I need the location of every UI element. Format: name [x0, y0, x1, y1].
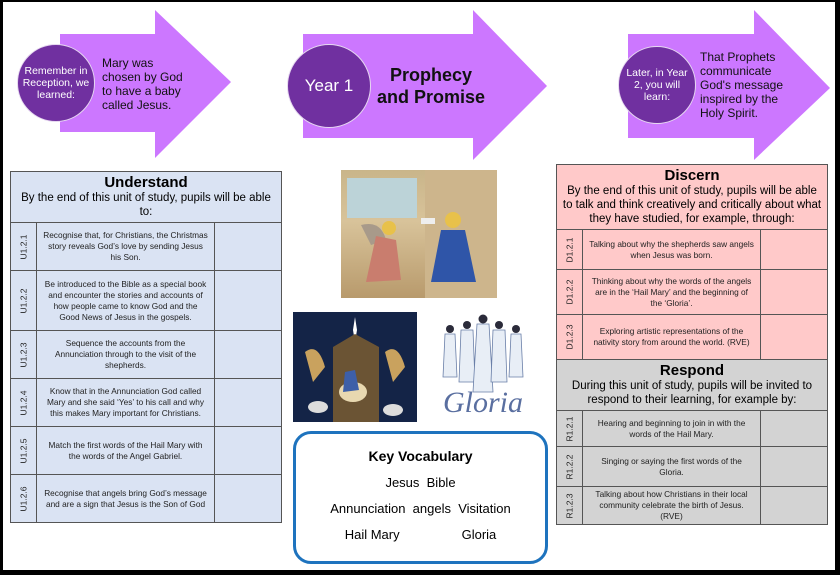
checkbox-cell[interactable]	[214, 222, 282, 271]
row-text: Sequence the accounts from the Annunciat…	[36, 330, 215, 379]
checkbox-cell[interactable]	[214, 426, 282, 475]
row-code: D1.2.3	[564, 324, 575, 350]
gloria-caption: Gloria	[443, 386, 523, 419]
arrow-shape	[60, 10, 231, 158]
respond-subtitle: During this unit of study, pupils will b…	[571, 380, 813, 406]
row-text: Match the first words of the Hail Mary w…	[36, 426, 215, 475]
vocab-word: Hail Mary	[344, 527, 400, 542]
row-code: U1.2.3	[18, 341, 29, 368]
future-learning-arrow: Later, in Year 2, you will learn: That P…	[618, 10, 833, 160]
row-code: R1.2.2	[564, 453, 575, 480]
vocab-word: Jesus	[385, 475, 420, 490]
prior-learning-label: Remember in Reception, we learned:	[22, 65, 90, 101]
row-text: Recognise that, for Christians, the Chri…	[36, 222, 215, 271]
discern-title: Discern	[664, 167, 720, 184]
vocab-word: Gloria	[461, 527, 497, 542]
table-row: R1.2.1 Hearing and beginning to join in w…	[555, 410, 828, 447]
checkbox-cell[interactable]	[760, 229, 828, 270]
table-row: D1.2.3 Exploring artistic representations…	[555, 314, 828, 360]
checkbox-cell[interactable]	[760, 486, 828, 525]
future-learning-circle: Later, in Year 2, you will learn:	[618, 46, 696, 124]
unit-title: Prophecy and Promise	[376, 65, 486, 107]
row-code: D1.2.1	[564, 236, 575, 263]
table-row: U1.2.3 Sequence the accounts from the Ann…	[9, 330, 282, 379]
table-row: R1.2.3 Talking about how Christians in th…	[555, 486, 828, 525]
future-learning-label: Later, in Year 2, you will learn:	[626, 67, 688, 103]
row-text: Singing or saying the first words of the…	[582, 446, 761, 487]
vocabulary-row: Annunciation angels Visitation	[296, 501, 545, 516]
respond-header: Respond During this unit of study, pupil…	[556, 359, 828, 411]
row-code: D1.2.2	[564, 279, 575, 305]
respond-title: Respond	[659, 362, 725, 379]
checkbox-cell[interactable]	[760, 314, 828, 360]
row-text: Know that in the Annunciation God called…	[36, 378, 215, 427]
table-row: R1.2.2 Singing or saying the first words …	[555, 446, 828, 487]
row-text: Exploring artistic representations of th…	[582, 314, 761, 360]
nativity-illustration	[293, 312, 417, 422]
year-label: Year 1	[304, 76, 354, 95]
nativity-image	[293, 312, 417, 422]
checkbox-cell[interactable]	[760, 269, 828, 315]
discern-subtitle: By the end of this unit of study, pupils…	[562, 185, 822, 225]
row-code: U1.2.5	[18, 437, 29, 464]
future-learning-text: That Prophets communicate God's message …	[700, 50, 783, 120]
table-row: U1.2.2 Be introduced to the Bible as a sp…	[9, 270, 282, 331]
understand-subtitle: By the end of this unit of study, pupils…	[21, 192, 271, 218]
row-code: U1.2.2	[18, 287, 29, 314]
annunciation-image	[341, 170, 497, 298]
table-row: U1.2.4 Know that in the Annunciation God …	[9, 378, 282, 427]
row-text: Be introduced to the Bible as a special …	[36, 270, 215, 331]
vocab-word: Visitation	[458, 501, 511, 516]
vocabulary-title: Key Vocabulary	[368, 448, 473, 464]
year-circle: Year 1	[287, 44, 371, 128]
checkbox-cell[interactable]	[214, 378, 282, 427]
checkbox-cell[interactable]	[214, 270, 282, 331]
checkbox-cell[interactable]	[214, 474, 282, 523]
table-row: U1.2.1 Recognise that, for Christians, th…	[9, 222, 282, 271]
row-code: R1.2.3	[564, 492, 575, 519]
arrow-shape	[628, 10, 830, 160]
unit-title-arrow: Year 1 Prophecy and Promise	[285, 10, 547, 160]
prior-learning-text: Mary was chosen by God to have a baby ca…	[102, 56, 183, 112]
checkbox-cell[interactable]	[214, 330, 282, 379]
row-code: R1.2.1	[564, 415, 575, 442]
prior-learning-arrow: Remember in Reception, we learned: Mary …	[13, 10, 233, 160]
gloria-image: Gloria	[427, 312, 539, 422]
row-text: Talking about how Christians in their lo…	[582, 486, 761, 525]
understand-table: Understand By the end of this unit of st…	[9, 171, 282, 523]
vocab-word: Bible	[426, 475, 456, 490]
understand-header: Understand By the end of this unit of st…	[10, 171, 282, 223]
row-text: Hearing and beginning to join in with th…	[582, 410, 761, 447]
annunciation-illustration	[347, 170, 497, 298]
understand-title: Understand	[104, 174, 188, 191]
respond-section: Respond During this unit of study, pupil…	[555, 359, 828, 525]
checkbox-cell[interactable]	[760, 446, 828, 487]
prior-learning-circle: Remember in Reception, we learned:	[17, 44, 95, 122]
row-code: U1.2.4	[18, 389, 29, 416]
vocab-word: angels	[412, 501, 451, 516]
discern-section: Discern By the end of this unit of study…	[555, 164, 828, 360]
row-code: U1.2.1	[18, 233, 29, 260]
row-code: U1.2.6	[18, 485, 29, 512]
arrow-shape	[303, 10, 547, 160]
table-row: D1.2.2 Thinking about why the words of th…	[555, 269, 828, 315]
vocab-word: Annunciation	[330, 501, 406, 516]
row-text: Recognise that angels bring God’s messag…	[36, 474, 215, 523]
vocabulary-row: Hail Mary Gloria	[296, 527, 545, 542]
vocabulary-row: Jesus Bible	[296, 475, 545, 490]
table-row: D1.2.1 Talking about why the shepherds sa…	[555, 229, 828, 270]
row-text: Thinking about why the words of the ange…	[582, 269, 761, 315]
key-vocabulary-box: Key Vocabulary Jesus Bible Annunciation …	[293, 431, 548, 564]
row-text: Talking about why the shepherds saw ange…	[582, 229, 761, 270]
page: Remember in Reception, we learned: Mary …	[3, 2, 835, 570]
discern-respond-table: Discern By the end of this unit of study…	[555, 164, 828, 525]
table-row: U1.2.6 Recognise that angels bring God’s …	[9, 474, 282, 523]
discern-header: Discern By the end of this unit of study…	[556, 164, 828, 230]
checkbox-cell[interactable]	[760, 410, 828, 447]
gloria-illustration: Gloria	[442, 314, 524, 419]
table-row: U1.2.5 Match the first words of the Hail …	[9, 426, 282, 475]
